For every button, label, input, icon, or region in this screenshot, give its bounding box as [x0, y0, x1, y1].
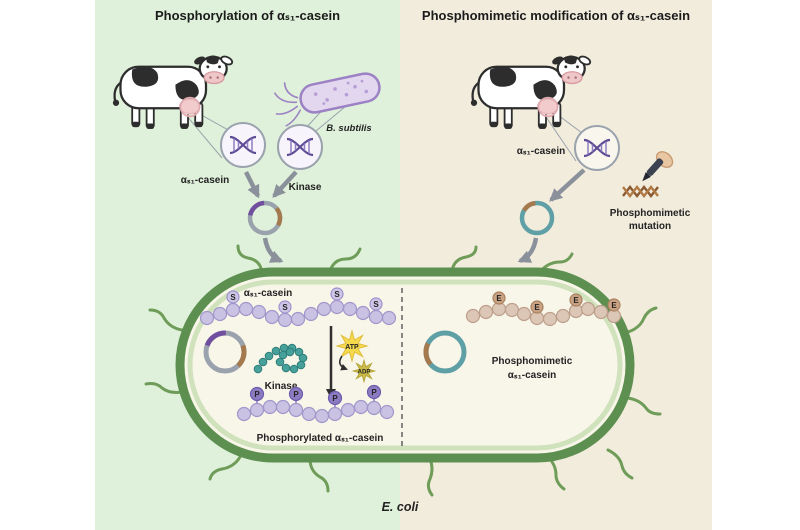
mimetic-product-label-line1: Phosphomimetic — [492, 356, 573, 367]
phosphate-letter: P — [254, 390, 260, 399]
kinase-protein-label: Kinase — [265, 381, 298, 392]
cow-left — [111, 53, 235, 131]
udder-highlight-right — [537, 96, 559, 118]
mutation-label-line2: mutation — [629, 221, 671, 232]
adp-label: ADP — [358, 370, 371, 376]
serine-residues: S S S S — [226, 287, 383, 314]
plasmid-left — [247, 200, 283, 236]
gene-editing-hand-icon — [622, 151, 674, 198]
phosphate-letter: P — [293, 390, 299, 399]
serine-letter: S — [282, 303, 288, 312]
atp-label: ATP — [345, 344, 359, 351]
serine-letter: S — [334, 290, 340, 299]
casein-bead-chain: S S S S — [199, 287, 397, 328]
mutation-label-line1: Phosphomimetic — [610, 208, 691, 219]
arrow-casein-to-plasmid — [243, 170, 261, 199]
casein-gene-label-left: αₛ₁-casein — [181, 175, 229, 186]
glutamate-letter: E — [496, 294, 502, 303]
mimetic-bead-chain: E E E E — [465, 291, 622, 327]
plasmid-right — [519, 200, 555, 236]
arrow-gene-to-plasmid-right — [549, 168, 586, 202]
phosphorylated-product-label: Phosphorylated αₛ₁-casein — [257, 433, 384, 444]
casein-substrate-label: αₛ₁-casein — [244, 288, 292, 299]
glutamate-letter: E — [573, 296, 579, 305]
casein-gene-label-right: αₛ₁-casein — [517, 146, 565, 157]
glutamate-residues: E E E E — [492, 291, 621, 314]
arrow-atp-to-adp — [338, 355, 348, 371]
atp-star: ATP — [336, 330, 368, 362]
ecoli-label: E. coli — [382, 500, 419, 514]
glutamate-letter: E — [611, 301, 617, 310]
dna-circle-kinase — [277, 124, 323, 170]
phosphate-letter: P — [332, 394, 338, 403]
phospho-bead-chain: P P P P — [236, 384, 395, 424]
udder-highlight-left — [179, 96, 201, 118]
arrow-plasmid-to-cell-left — [262, 237, 284, 264]
serine-letter: S — [373, 300, 379, 309]
dna-circle-casein-right — [574, 125, 620, 171]
phosphate-letter: P — [371, 388, 377, 397]
ecoli-flagella — [144, 244, 662, 497]
arrow-plasmid-to-cell-right — [517, 237, 539, 264]
serine-letter: S — [230, 293, 236, 302]
cow-right — [469, 53, 593, 131]
left-panel-title: Phosphorylation of αₛ₁-casein — [154, 8, 341, 23]
kinase-gene-label: Kinase — [289, 182, 322, 193]
phosphate-groups: P P P P — [249, 384, 382, 406]
b-subtilis-label: B. subtilis — [326, 123, 371, 134]
arrow-kinase-to-plasmid — [272, 170, 298, 198]
right-panel-title: Phosphomimetic modification of αₛ₁-casei… — [421, 8, 691, 23]
glutamate-letter: E — [534, 303, 540, 312]
plasmid-in-cell-right — [423, 330, 467, 374]
plasmid-in-cell-left — [203, 330, 247, 374]
mimetic-product-label-line2: αₛ₁-casein — [508, 370, 556, 381]
dna-circle-casein-left — [220, 122, 266, 168]
adp-badge: ADP — [352, 359, 376, 383]
b-subtilis-bacterium — [273, 72, 381, 127]
kinase-protein — [253, 343, 308, 374]
